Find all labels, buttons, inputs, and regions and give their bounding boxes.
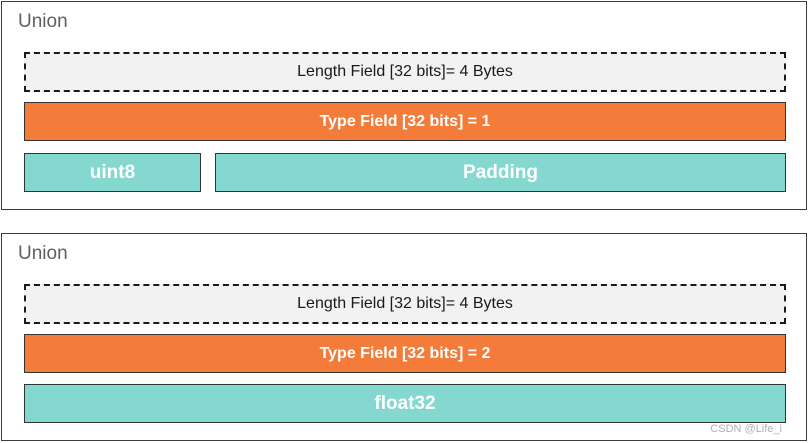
type-field-box: Type Field [32 bits] = 2 xyxy=(24,334,786,373)
union-title: Union xyxy=(18,243,68,264)
type-field-label: Type Field [32 bits] = 1 xyxy=(319,112,491,130)
union-title: Union xyxy=(18,11,68,32)
float32-member-box: float32 xyxy=(24,384,786,423)
type-field-box: Type Field [32 bits] = 1 xyxy=(24,102,786,141)
padding-member-box: Padding xyxy=(215,153,786,192)
length-field-label: Length Field [32 bits]= 4 Bytes xyxy=(297,63,513,80)
member-label: float32 xyxy=(374,392,436,414)
length-field-box: Length Field [32 bits]= 4 Bytes xyxy=(24,52,786,92)
type-field-label: Type Field [32 bits] = 2 xyxy=(319,344,491,362)
uint8-member-box: uint8 xyxy=(24,153,201,192)
member-label: uint8 xyxy=(89,161,136,183)
union-block-1: Union Length Field [32 bits]= 4 Bytes Ty… xyxy=(1,1,807,210)
length-field-label: Length Field [32 bits]= 4 Bytes xyxy=(297,295,513,312)
union-block-2: Union Length Field [32 bits]= 4 Bytes Ty… xyxy=(1,233,807,441)
member-label: Padding xyxy=(463,161,538,183)
length-field-box: Length Field [32 bits]= 4 Bytes xyxy=(24,284,786,324)
watermark: CSDN @Life_i xyxy=(710,423,782,435)
